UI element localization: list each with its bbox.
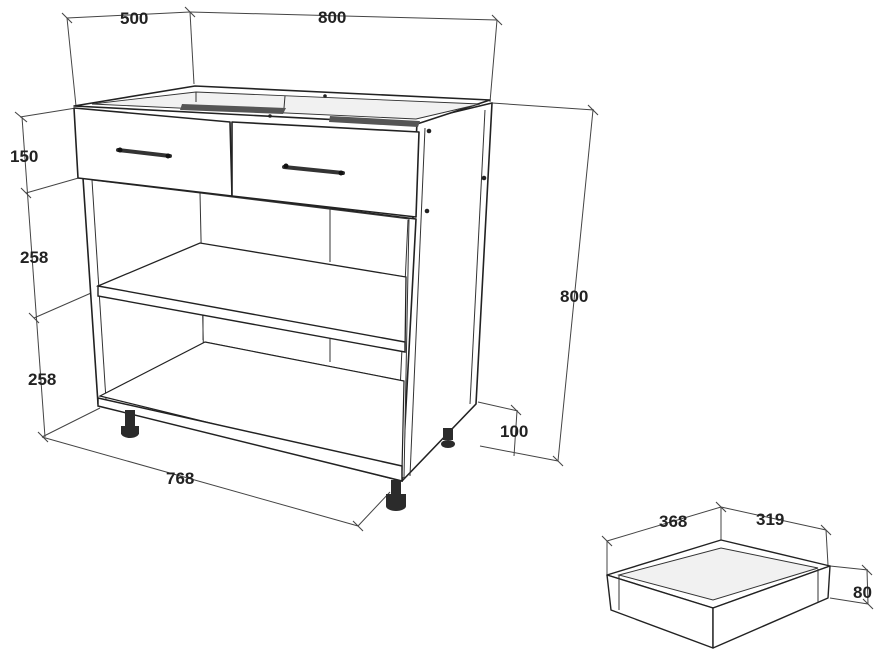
leg-front-right (386, 480, 406, 511)
drawer-right (231, 121, 420, 218)
drawer-handle-left (116, 147, 172, 159)
label-drawer-box-width: 368 (659, 512, 687, 531)
label-upper-shelf-height: 258 (20, 248, 48, 267)
label-top-depth: 500 (120, 9, 148, 28)
label-drawer-box-depth: 319 (756, 510, 784, 529)
dimension-labels: 500 800 150 258 258 800 100 768 368 319 … (10, 8, 872, 602)
dimension-lines (14, 6, 874, 610)
leg-front-left (121, 410, 139, 438)
drawer-box (606, 539, 831, 649)
label-drawer-box-height: 80 (853, 583, 872, 602)
label-total-height: 800 (560, 287, 588, 306)
label-top-width: 800 (318, 8, 346, 27)
label-plinth-height: 100 (500, 422, 528, 441)
leg-back-right (441, 428, 455, 448)
label-drawer-height: 150 (10, 147, 38, 166)
cabinet-body (73, 85, 493, 482)
legs (121, 410, 455, 511)
label-lower-shelf-height: 258 (28, 370, 56, 389)
label-inner-width: 768 (166, 469, 194, 488)
drawer-handle-right (282, 163, 345, 176)
